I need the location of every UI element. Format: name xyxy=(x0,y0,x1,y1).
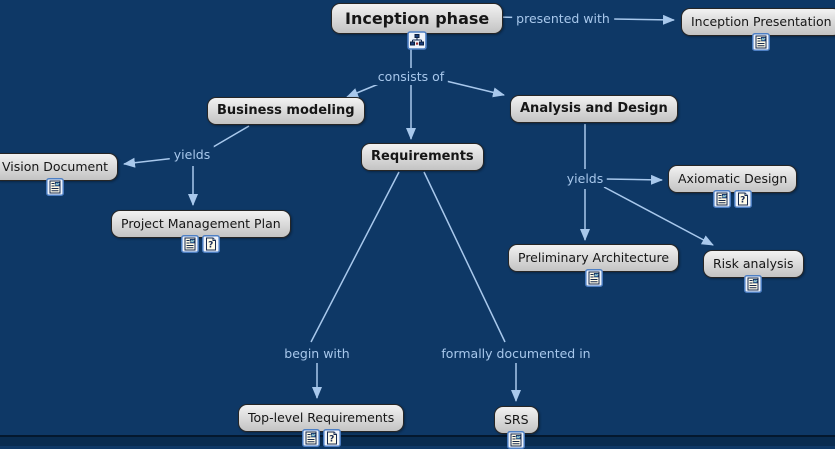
question-document-icon[interactable]: ? xyxy=(734,190,753,208)
resource-icons: ? xyxy=(713,190,753,208)
concept-box[interactable]: Inception phase xyxy=(331,3,504,34)
question-document-icon[interactable]: ? xyxy=(202,235,221,253)
concept-analysis-and-design[interactable]: Analysis and Design xyxy=(510,95,678,123)
document-image-icon[interactable] xyxy=(507,431,526,449)
document-image-icon[interactable] xyxy=(46,178,64,196)
svg-text:?: ? xyxy=(740,196,745,206)
question-document-icon[interactable]: ? xyxy=(322,429,341,447)
linking-phrase-begin-with[interactable]: begin with xyxy=(280,345,354,362)
resource-icons xyxy=(46,178,64,196)
canvas-bottom-strip xyxy=(0,435,835,446)
linking-phrase-formally-documented-in[interactable]: formally documented in xyxy=(437,345,595,362)
resource-icons xyxy=(507,431,526,449)
concept-project-management-plan[interactable]: Project Management Plan ? xyxy=(111,210,291,253)
linking-phrase-presented-with[interactable]: presented with xyxy=(512,10,614,27)
concept-box[interactable]: SRS xyxy=(494,406,539,434)
linking-phrase-yields-business[interactable]: yields xyxy=(169,146,215,163)
concept-box[interactable]: Preliminary Architecture xyxy=(508,244,680,272)
resource-icons xyxy=(407,31,427,50)
concept-inception-presentation[interactable]: Inception Presentation xyxy=(681,8,835,51)
document-image-icon[interactable] xyxy=(301,429,320,447)
resource-icons xyxy=(752,33,771,51)
concept-box[interactable]: Vision Document xyxy=(0,153,119,181)
concept-map-icon[interactable] xyxy=(407,31,427,50)
resource-icons: ? xyxy=(181,235,221,253)
document-image-icon[interactable] xyxy=(584,269,603,287)
resource-icons xyxy=(584,269,603,287)
concept-axiomatic-design[interactable]: Axiomatic Design ? xyxy=(668,165,798,208)
svg-text:?: ? xyxy=(329,435,334,445)
concept-risk-analysis[interactable]: Risk analysis xyxy=(703,250,804,293)
concept-box[interactable]: Requirements xyxy=(361,143,484,171)
linking-phrase-yields-analysis[interactable]: yields xyxy=(562,170,608,187)
concept-box[interactable]: Top-level Requirements xyxy=(238,404,405,432)
document-image-icon[interactable] xyxy=(181,235,200,253)
linking-phrase-consists-of[interactable]: consists of xyxy=(373,68,449,85)
concept-box[interactable]: Analysis and Design xyxy=(510,95,678,123)
concept-box[interactable]: Business modeling xyxy=(207,97,365,125)
resource-icons xyxy=(744,275,763,293)
concept-box[interactable]: Risk analysis xyxy=(703,250,804,278)
concept-preliminary-architecture[interactable]: Preliminary Architecture xyxy=(508,244,680,287)
concept-box[interactable]: Project Management Plan xyxy=(111,210,291,238)
concept-vision-document[interactable]: Vision Document xyxy=(0,153,119,196)
concept-box[interactable]: Axiomatic Design xyxy=(668,165,798,193)
concept-business-modeling[interactable]: Business modeling xyxy=(207,97,365,125)
concept-requirements[interactable]: Requirements xyxy=(361,143,484,171)
concept-inception-phase[interactable]: Inception phase xyxy=(331,3,504,50)
concept-box[interactable]: Inception Presentation xyxy=(681,8,835,36)
concept-top-level-requirements[interactable]: Top-level Requirements ? xyxy=(238,404,405,447)
resource-icons: ? xyxy=(301,429,341,447)
document-image-icon[interactable] xyxy=(752,33,771,51)
concept-srs[interactable]: SRS xyxy=(494,406,539,449)
document-image-icon[interactable] xyxy=(713,190,732,208)
document-image-icon[interactable] xyxy=(744,275,763,293)
svg-text:?: ? xyxy=(208,241,213,251)
